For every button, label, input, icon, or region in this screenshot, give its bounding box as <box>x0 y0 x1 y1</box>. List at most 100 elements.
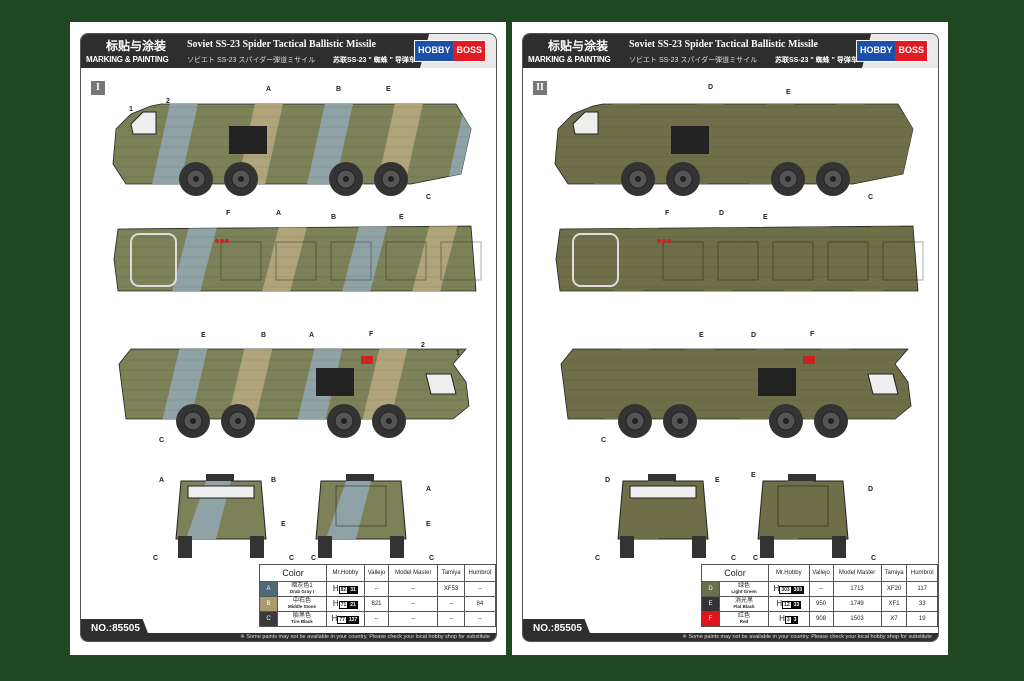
top-view <box>555 225 924 292</box>
camo-stripe <box>341 226 389 291</box>
tamiya-value: X7 <box>880 611 908 627</box>
camo-stripe <box>161 349 209 419</box>
humbrol-value: 33 <box>906 596 938 612</box>
callout-label: C <box>429 555 435 562</box>
color-name-cn: 消光黑 <box>734 598 753 604</box>
color-name-cn: 绿色 <box>737 583 750 589</box>
vehicle-diagrams <box>554 103 924 558</box>
title-en: MARKING & PAINTING <box>86 55 169 64</box>
camo-stripe <box>361 349 409 419</box>
callout-label: E <box>281 521 286 528</box>
page-header: 标贴与涂装 MARKING & PAINTING Soviet SS-23 Sp… <box>523 34 938 68</box>
header-color: Color <box>259 564 327 582</box>
mrhobby-prefix: H <box>776 598 783 608</box>
callout-label: C <box>601 437 607 444</box>
color-code: F <box>701 611 720 627</box>
mrhobby-code-alt: 31 <box>348 585 358 594</box>
callout-label: C <box>871 555 877 562</box>
subtitle-jp: ソビエト SS-23 スパイダー弾道ミサイル <box>187 57 316 64</box>
wheel <box>621 162 655 196</box>
wheel <box>663 404 697 438</box>
color-name-cn: 红色 <box>737 613 750 619</box>
camo-stripe <box>306 104 354 184</box>
callout-label: C <box>753 555 759 562</box>
model-master-value: 1713 <box>832 581 882 597</box>
callout-label: 1 <box>129 106 133 113</box>
callout-label: C <box>868 194 874 201</box>
callout-label: 2 <box>166 98 170 105</box>
callout-label: D <box>719 210 725 217</box>
table-header: Model Master <box>388 564 439 582</box>
camo-stripe <box>411 226 459 291</box>
mrhobby-code-alt: 303 <box>791 585 805 594</box>
table-header: Mr.Hobby <box>768 564 810 582</box>
humbrol-value: 19 <box>906 611 938 627</box>
vallejo-value: 950 <box>808 596 834 612</box>
camo-stripe <box>603 349 651 419</box>
humbrol-value: -- <box>463 581 496 597</box>
instruction-page: 标贴与涂装 MARKING & PAINTING Soviet SS-23 Sp… <box>512 22 948 655</box>
callout-label: B <box>331 214 337 221</box>
callout-label: E <box>751 472 756 479</box>
subtitle-cn: 苏联SS-23 " 蜘蛛 " 导弹车 <box>775 57 858 64</box>
page-header: 标贴与涂装 MARKING & PAINTING Soviet SS-23 Sp… <box>81 34 496 68</box>
page-card: 标贴与涂装 MARKING & PAINTING Soviet SS-23 Sp… <box>80 33 497 642</box>
wheel <box>224 162 258 196</box>
table-header: Mr.Hobby <box>326 564 365 582</box>
rear-view <box>757 474 849 558</box>
vallejo-value: -- <box>808 581 834 597</box>
product-number: NO.:85505 <box>523 619 593 641</box>
camo-stripe <box>853 226 901 291</box>
callout-label: 2 <box>421 342 425 349</box>
table-header: Humbrol <box>906 564 938 582</box>
top-view <box>113 225 482 292</box>
callout-label: C <box>311 555 317 562</box>
humbrol-value: 84 <box>463 596 496 612</box>
mrhobby-code-alt: 21 <box>348 600 358 609</box>
wheel <box>771 162 805 196</box>
model-master-value: 1749 <box>832 596 882 612</box>
wheel <box>179 162 213 196</box>
camo-stripe <box>171 226 219 291</box>
table-header: Humbrol <box>463 564 496 582</box>
front-view <box>617 474 709 558</box>
mrhobby-prefix: H <box>779 613 785 623</box>
color-code: B <box>259 596 278 612</box>
color-name-en: Drab Gray I <box>289 589 315 594</box>
header-color: Color <box>701 564 769 582</box>
mrhobby-code: 77 <box>337 615 347 624</box>
callout-label: D <box>708 84 714 91</box>
tamiya-value: XF53 <box>437 581 465 597</box>
mrhobby-code-alt: 3 <box>791 615 799 624</box>
vallejo-value: 908 <box>808 611 834 627</box>
title-cn: 标贴与涂装 <box>106 39 167 53</box>
camo-stripe <box>783 226 831 291</box>
title-en: MARKING & PAINTING <box>528 55 611 64</box>
callout-label: E <box>699 332 704 339</box>
wheel <box>327 404 361 438</box>
humbrol-value: 117 <box>906 581 938 597</box>
color-code: A <box>259 581 278 597</box>
callout-label: E <box>399 214 404 221</box>
callout-label: A <box>426 486 432 493</box>
color-code: E <box>701 596 720 612</box>
mrhobby-code: 82 <box>338 585 349 594</box>
wheel <box>666 162 700 196</box>
table-header: Vallejo <box>808 564 834 582</box>
table-header: Tamiya <box>437 564 465 582</box>
product-number: NO.:85505 <box>81 619 151 641</box>
vehicle-diagrams <box>112 103 482 558</box>
wheel <box>769 404 803 438</box>
color-name-cn: 胎黑色 <box>292 613 311 619</box>
callout-label: D <box>868 486 874 493</box>
color-name-en: Light Green <box>731 589 757 594</box>
table-header: Model Master <box>832 564 882 582</box>
color-name-cn: 中石色 <box>292 598 311 604</box>
callout-label: F <box>369 331 374 338</box>
callout-label: E <box>786 89 791 96</box>
color-name-en: Middle Stone <box>288 604 316 609</box>
